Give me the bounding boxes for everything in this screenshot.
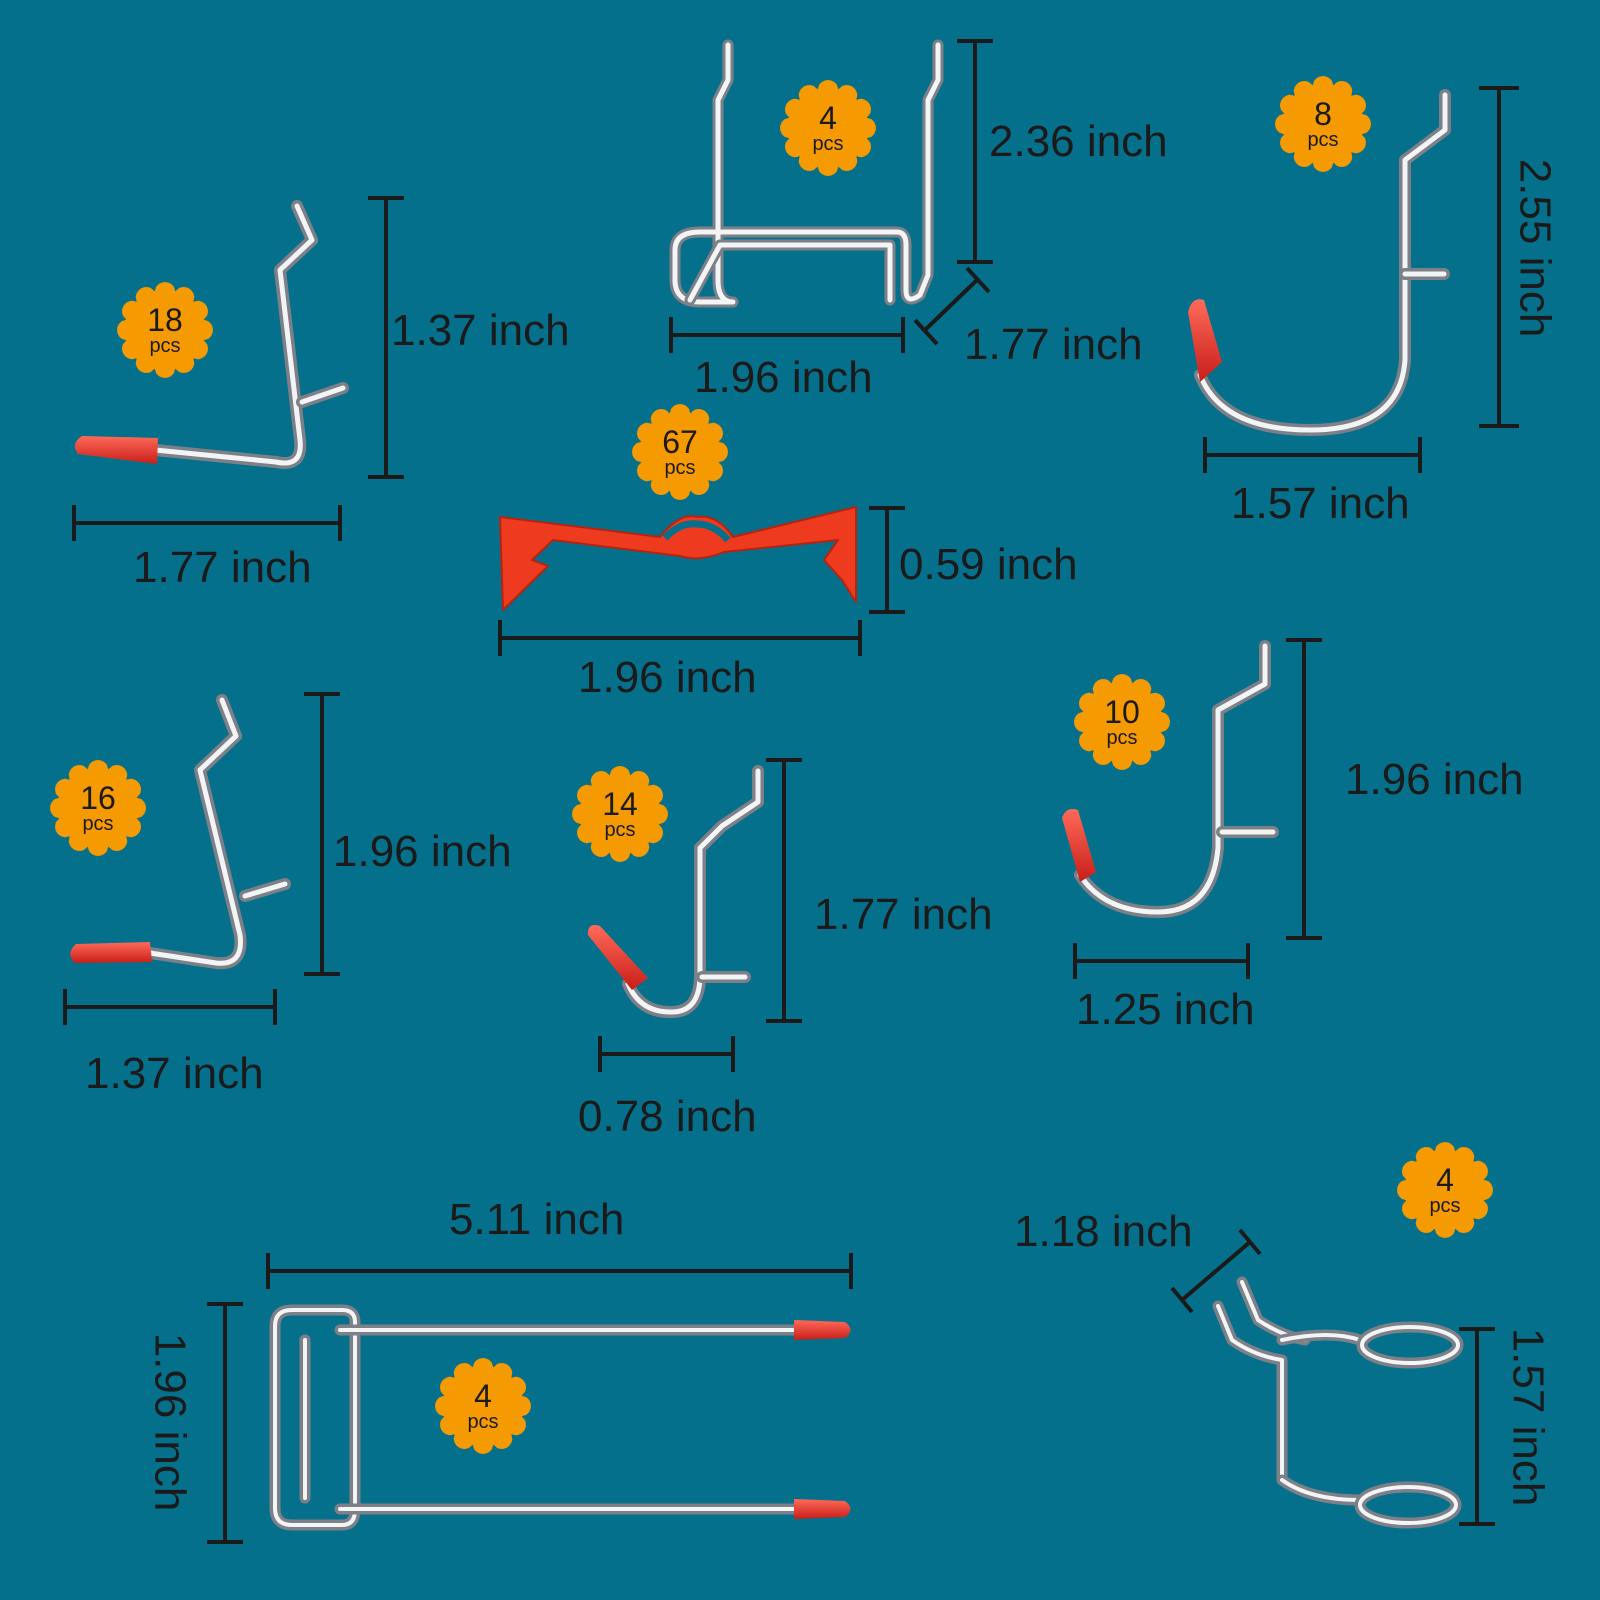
j-hook-medium (1062, 640, 1279, 918)
dimension-label: 1.25 inch (1076, 985, 1255, 1034)
dimension-label: 1.96 inch (145, 1332, 195, 1512)
dimension-label: 2.55 inch (1510, 158, 1560, 338)
l-hook-small (74, 200, 349, 469)
quantity-badge: 4 pcs (433, 1356, 533, 1456)
l-hook-medium (70, 694, 291, 970)
badge-shape-icon (1397, 1142, 1493, 1238)
dimension-label: 1.96 inch (578, 653, 757, 702)
dimension-label: 0.59 inch (899, 540, 1078, 589)
dimension-label: 1.57 inch (1231, 479, 1410, 528)
dimension-label: 1.77 inch (964, 320, 1143, 369)
quantity-unit: pcs (1106, 727, 1138, 749)
quantity-count: 18 (147, 302, 183, 338)
quantity-badge: 16 pcs (48, 758, 148, 858)
long-double-prong-hook (269, 1304, 851, 1531)
dimension-label: 5.11 inch (449, 1195, 625, 1244)
dimension-label: 0.78 inch (578, 1092, 757, 1141)
dimension-label: 1.57 inch (1503, 1327, 1553, 1507)
quantity-badge: 14 pcs (570, 764, 670, 864)
dimension-label: 1.18 inch (1014, 1207, 1193, 1256)
quantity-badge: 67 pcs (630, 402, 730, 502)
quantity-unit: pcs (467, 1411, 499, 1433)
quantity-badge: 4 pcs (1395, 1140, 1495, 1240)
quantity-count: 10 (1104, 694, 1140, 730)
quantity-unit: pcs (82, 813, 114, 835)
quantity-count: 67 (662, 424, 698, 460)
dimension-label: 2.36 inch (989, 117, 1168, 166)
quantity-badge: 8 pcs (1273, 74, 1373, 174)
quantity-count: 16 (80, 780, 116, 816)
dimension-label: 1.77 inch (814, 890, 993, 939)
quantity-unit: pcs (812, 133, 844, 155)
quantity-unit: pcs (149, 335, 181, 357)
badge-shape-icon (572, 766, 668, 862)
quantity-badge: 10 pcs (1072, 672, 1172, 772)
quantity-count: 4 (819, 100, 837, 136)
quantity-count: 14 (602, 786, 638, 822)
badge-shape-icon (117, 282, 213, 378)
quantity-count: 8 (1314, 96, 1332, 132)
quantity-unit: pcs (1429, 1195, 1461, 1217)
quantity-unit: pcs (664, 457, 696, 479)
dimension-label: 1.96 inch (333, 827, 512, 876)
locking-clip (499, 506, 857, 611)
quantity-unit: pcs (604, 819, 636, 841)
dimension-label: 1.77 inch (133, 543, 312, 592)
badge-shape-icon (780, 80, 876, 176)
badge-shape-icon (632, 404, 728, 500)
j-hook-small (587, 765, 764, 1018)
quantity-badge: 18 pcs (115, 280, 215, 380)
ring-holder-hook (1212, 1276, 1464, 1529)
dimension-label: 1.96 inch (694, 353, 873, 402)
j-hook-large (1188, 89, 1451, 436)
dimension-label: 1.37 inch (391, 306, 570, 355)
dimension-label: 1.96 inch (1345, 755, 1524, 804)
dimension-lines (63, 39, 1519, 1544)
quantity-count: 4 (474, 1378, 492, 1414)
quantity-count: 4 (1436, 1162, 1454, 1198)
dimension-label: 1.37 inch (85, 1049, 264, 1098)
badge-shape-icon (435, 1358, 531, 1454)
badge-shape-icon (50, 760, 146, 856)
double-rod-hook (669, 39, 944, 308)
quantity-badge: 4 pcs (778, 78, 878, 178)
badge-shape-icon (1074, 674, 1170, 770)
quantity-unit: pcs (1307, 129, 1339, 151)
badge-shape-icon (1275, 76, 1371, 172)
